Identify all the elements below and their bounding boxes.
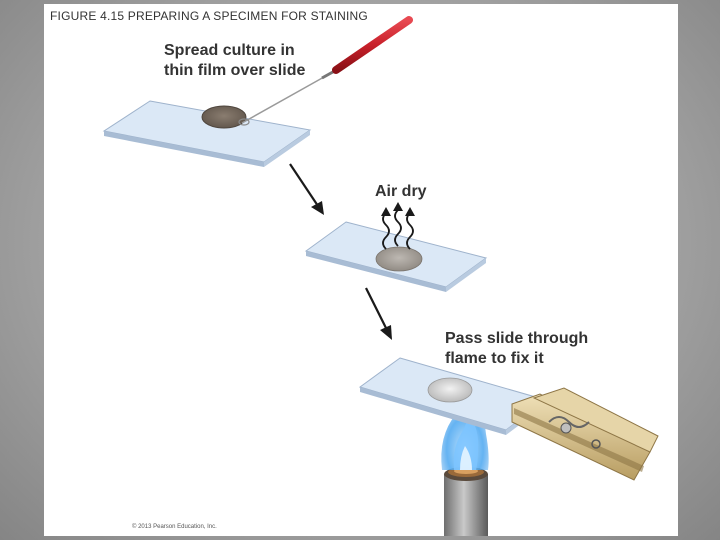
step1-label: Spread culture in thin film over slide bbox=[164, 41, 305, 81]
figure-title: FIGURE 4.15 PREPARING A SPECIMEN FOR STA… bbox=[50, 9, 368, 23]
step1-label-line1: Spread culture in bbox=[164, 42, 295, 59]
arrow-step1-to-step2 bbox=[289, 163, 324, 215]
figure-panel: FIGURE 4.15 PREPARING A SPECIMEN FOR STA… bbox=[44, 4, 678, 536]
slide-step1 bbox=[102, 100, 312, 167]
inoculating-loop bbox=[238, 16, 413, 126]
step3-label-line1: Pass slide through bbox=[445, 330, 589, 347]
wet-smear bbox=[201, 105, 247, 129]
arrow-step2-to-step3 bbox=[365, 287, 392, 340]
step1-label-line2: thin film over slide bbox=[164, 62, 306, 79]
evaporation-arrows-icon bbox=[381, 202, 415, 250]
bunsen-burner bbox=[444, 467, 488, 536]
clothespin bbox=[511, 387, 659, 481]
step3-label-line2: flame to fix it bbox=[445, 350, 544, 367]
step2-label: Air dry bbox=[375, 182, 427, 202]
copyright-notice: © 2013 Pearson Education, Inc. bbox=[132, 524, 217, 530]
drying-smear bbox=[375, 246, 423, 272]
step2-label-line1: Air dry bbox=[375, 183, 427, 200]
step3-label: Pass slide through flame to fix it bbox=[445, 329, 588, 369]
fixed-smear bbox=[427, 377, 473, 403]
specimen-diagram bbox=[102, 16, 659, 536]
